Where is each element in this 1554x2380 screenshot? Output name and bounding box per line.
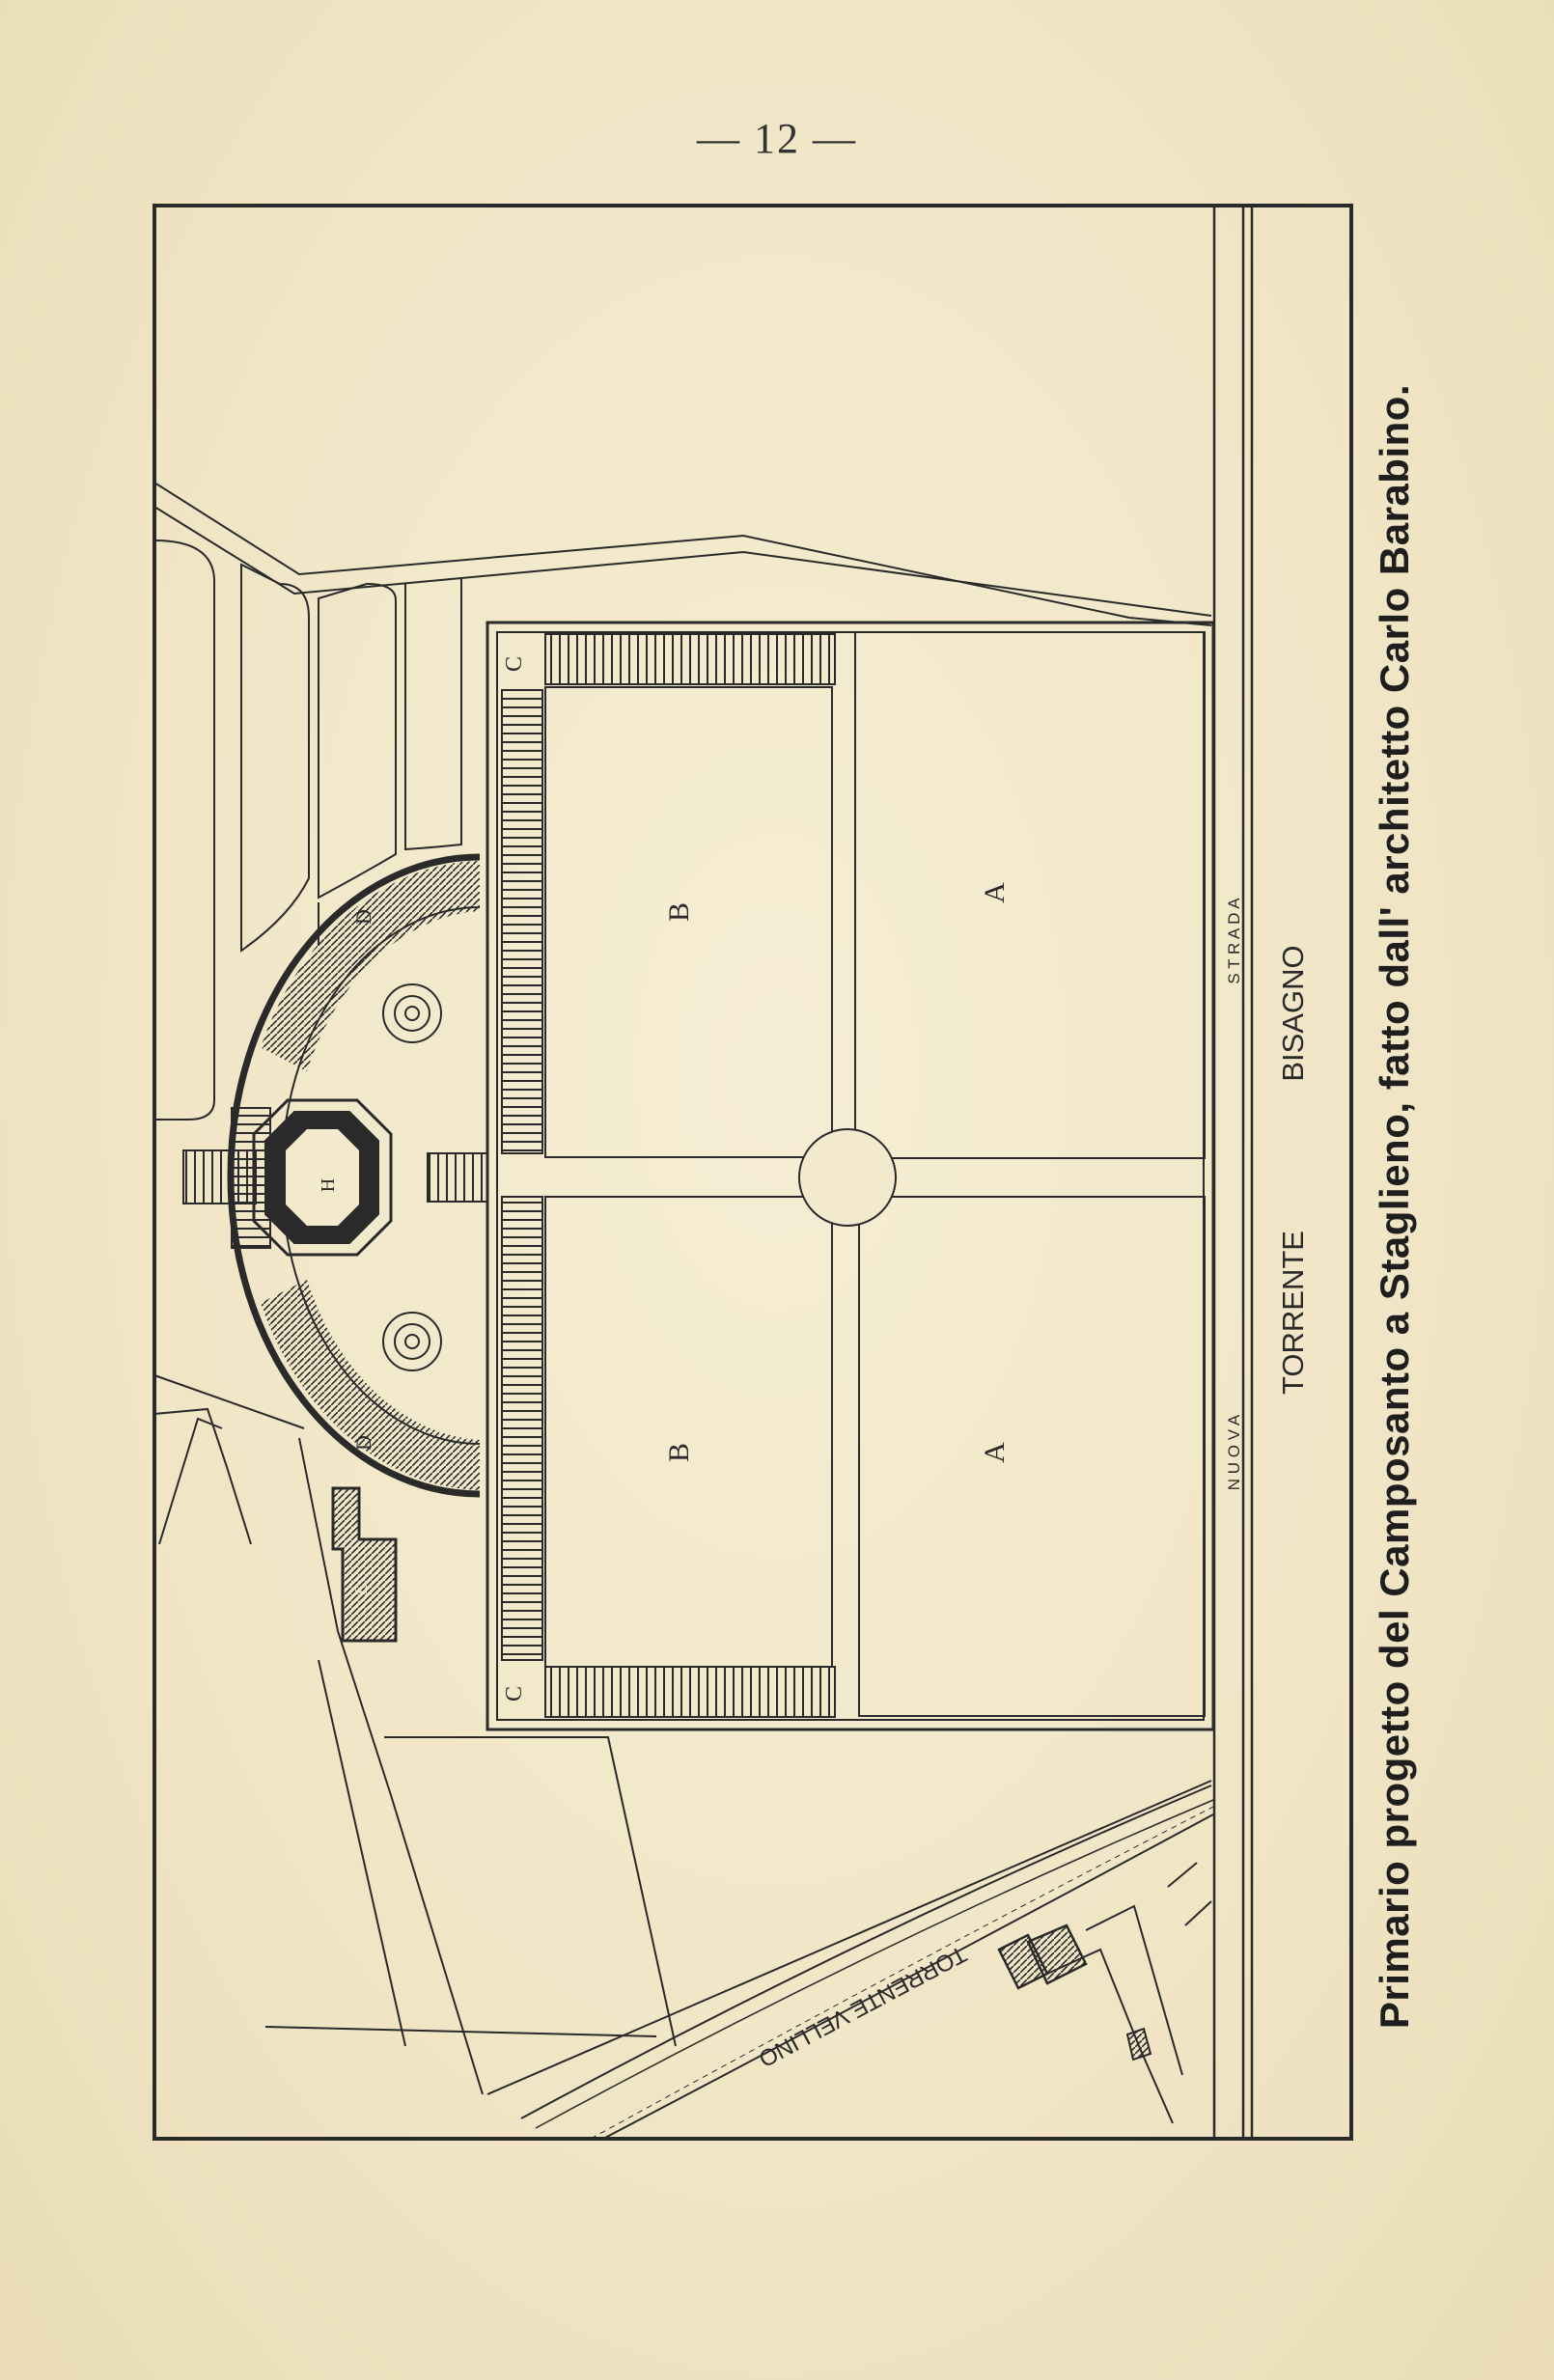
label-bisagno: BISAGNO xyxy=(1276,945,1310,1081)
label-b-upper: B xyxy=(663,902,695,922)
central-rotunda xyxy=(798,1128,897,1227)
path-line xyxy=(1167,1862,1198,1888)
hemicycle-steps-upper xyxy=(261,861,480,1071)
field-a-lower xyxy=(858,1196,1206,1717)
label-a-upper: A xyxy=(979,882,1011,903)
label-b-lower: B xyxy=(663,1443,695,1462)
boundary-path xyxy=(153,506,1212,617)
fountain-upper xyxy=(382,983,442,1043)
label-torrente: TORRENTE xyxy=(1276,1231,1310,1395)
garden-strip xyxy=(153,540,215,1121)
label-c-top: C xyxy=(502,656,527,672)
main-enclosure-inner xyxy=(496,631,1205,1721)
colonnade-top-frame xyxy=(544,633,836,685)
torrente-vellino xyxy=(602,1813,1214,2140)
label-h: H xyxy=(318,1178,339,1192)
boundary-path xyxy=(153,482,1130,619)
label-a-lower: A xyxy=(979,1442,1011,1463)
torrente-vellino xyxy=(535,1799,1214,2129)
path-line xyxy=(384,1736,677,2047)
garden-strip xyxy=(240,563,310,953)
label-c-bottom: C xyxy=(502,1686,527,1702)
hemicycle-steps-lower xyxy=(261,1280,480,1490)
path-line xyxy=(298,1437,484,2095)
path-line xyxy=(158,1417,223,1545)
page-number: — 12 — xyxy=(697,115,857,162)
path-line xyxy=(318,1659,406,2047)
label-strada: S T R A D A xyxy=(1225,898,1243,984)
field-b-upper xyxy=(544,686,833,1158)
colonnade-left-upper xyxy=(502,690,542,1153)
chapel-steps-left-small xyxy=(232,1108,270,1248)
map-frame xyxy=(153,204,1353,2141)
chapel-steps-right xyxy=(428,1153,487,1202)
colonnade-left-lower-frame xyxy=(501,1196,543,1661)
torrente-vellino xyxy=(520,1785,1212,2119)
path-line xyxy=(486,1780,1212,2095)
label-d-lower: D xyxy=(351,1435,375,1451)
torrente-vellino xyxy=(590,1806,1214,2140)
field-a-upper xyxy=(854,631,1206,1159)
path-line xyxy=(1184,1900,1212,1926)
path-line xyxy=(153,1374,305,1429)
path-line xyxy=(1085,1904,1183,2076)
caption-text: Primario progetto del Camposanto a Stagl… xyxy=(1372,383,1417,2030)
garden-strip xyxy=(404,579,462,851)
colonnade-top xyxy=(545,634,835,684)
path-line xyxy=(153,1407,252,1545)
path-line xyxy=(264,2026,657,2037)
label-e: E xyxy=(351,1585,371,1595)
colonnade-left-lower xyxy=(502,1197,542,1660)
building-e xyxy=(331,1486,398,1643)
path-line xyxy=(1046,1948,1174,2124)
field-b-lower xyxy=(544,1196,833,1668)
colonnade-left-upper-frame xyxy=(501,689,543,1154)
label-d-upper: D xyxy=(351,909,375,925)
fountain-lower xyxy=(382,1312,442,1371)
garden-strip xyxy=(318,582,397,899)
colonnade-bottom xyxy=(545,1667,835,1717)
label-nuova: N U O V A xyxy=(1225,1414,1243,1490)
small-building xyxy=(1026,1923,1088,1985)
